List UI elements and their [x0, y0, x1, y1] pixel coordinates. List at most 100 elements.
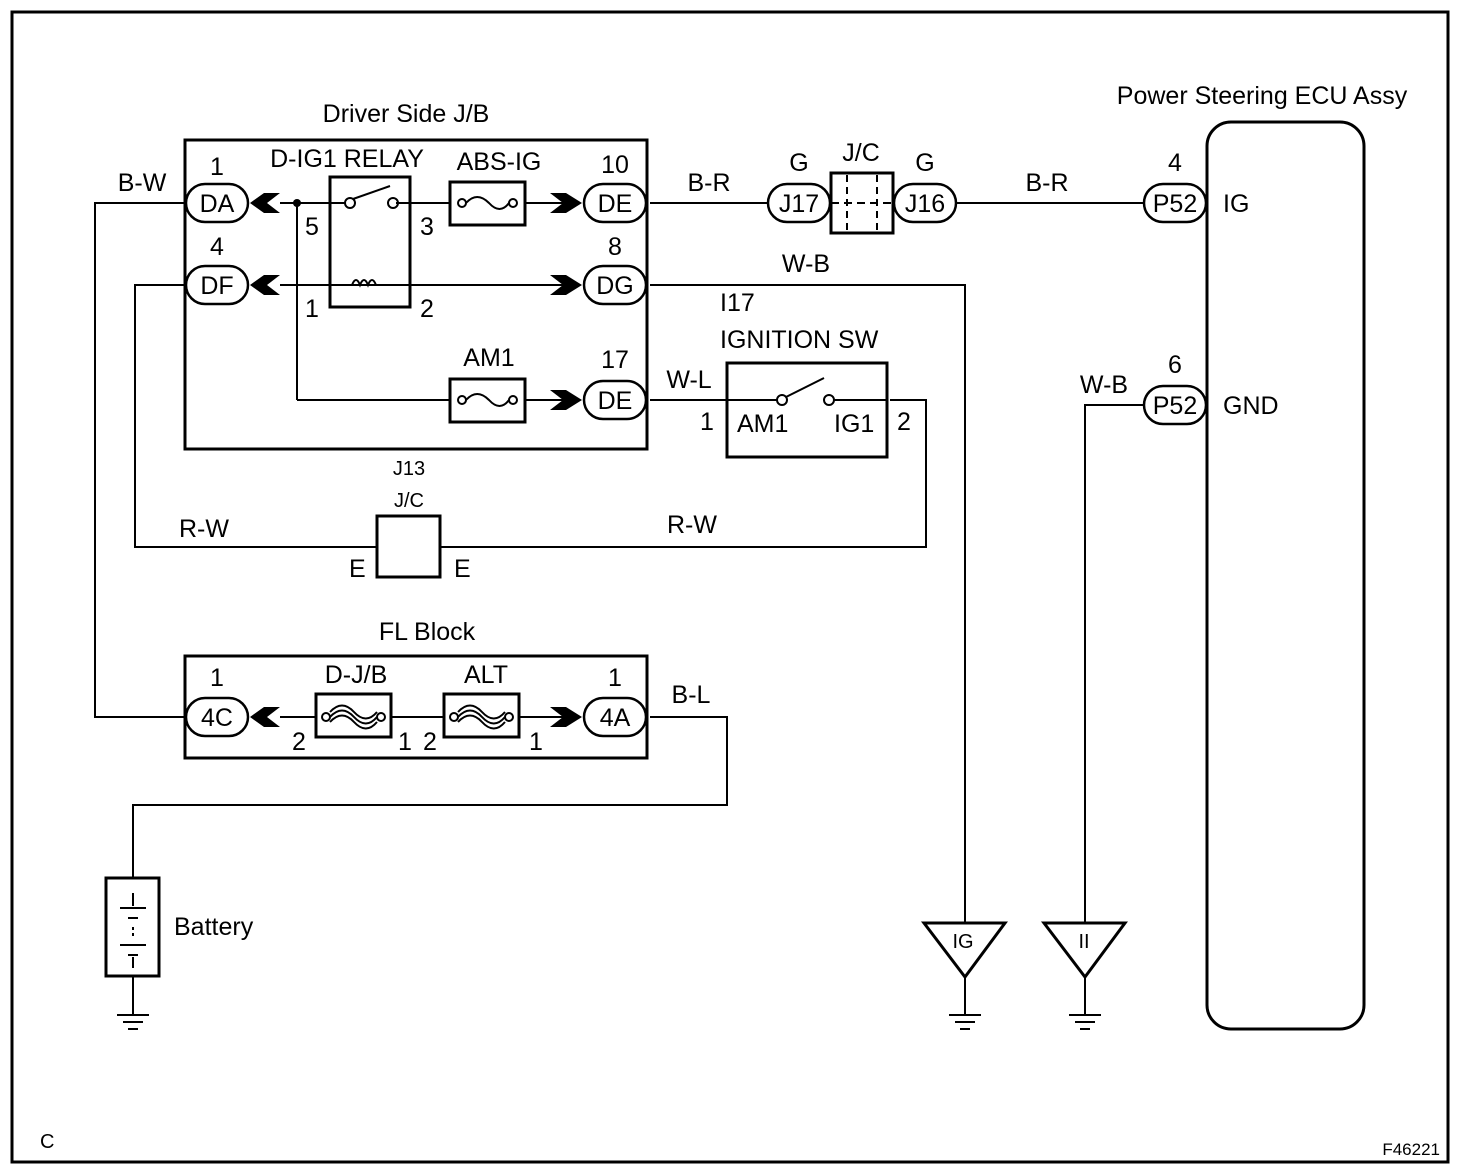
corner-code-left: C	[40, 1131, 54, 1153]
pin-dg: 8	[608, 233, 622, 261]
connector-de-10-label: DE	[598, 190, 633, 218]
connector-da-label: DA	[200, 190, 235, 218]
djb-pin-1: 1	[398, 728, 412, 756]
ground-icon	[949, 1014, 981, 1030]
ground-triangle-ii	[1040, 921, 1128, 980]
ecu-title: Power Steering ECU Assy	[1117, 82, 1408, 110]
driver-side-jb: Driver Side J/B D-IG1 RELAY 5 3 1 2 ABS-…	[183, 100, 649, 451]
figure-code: F46221	[1382, 1140, 1440, 1159]
diagram-frame	[10, 10, 1450, 1164]
connector-j16-label: J16	[905, 190, 945, 218]
wire-g-1: G	[789, 149, 808, 177]
ignition-box	[725, 361, 889, 459]
relay-pin-3: 3	[420, 213, 434, 241]
battery-label: Battery	[174, 913, 254, 941]
ground-icon	[1069, 1014, 1101, 1030]
djb-pin-2: 2	[292, 728, 306, 756]
j13-junction: J13 J/C E E	[349, 458, 471, 583]
ignition-pin-1: 1	[700, 408, 714, 436]
ignition-switch: I17 IGNITION SW AM1 IG1 1 2	[700, 289, 911, 459]
fl-block-title: FL Block	[379, 618, 476, 646]
connector-4a-label: 4A	[600, 704, 631, 732]
wires	[94, 202, 1146, 1015]
ignition-code: I17	[720, 289, 755, 317]
alt-pin-1: 1	[529, 728, 543, 756]
j13-pin-e-right: E	[454, 555, 471, 583]
fuse-icon	[457, 393, 518, 407]
am1-fuse-label: AM1	[463, 344, 514, 372]
ignition-pin-2: 2	[897, 408, 911, 436]
terminal-arrow-icons	[250, 193, 582, 410]
ground-ig-label: IG	[952, 931, 973, 953]
driver-jb-box	[183, 138, 649, 451]
pin-p52-4: 4	[1168, 149, 1182, 177]
terminal-arrow-icons	[250, 707, 582, 727]
connector-p52-ig-label: P52	[1153, 190, 1197, 218]
connector-p52-ig	[1142, 182, 1208, 224]
fuse-icon	[457, 196, 518, 210]
connector-4c	[184, 696, 250, 738]
pin-df: 4	[210, 233, 224, 261]
connector-dg	[582, 264, 648, 306]
relay-pin-5: 5	[305, 213, 319, 241]
j13-jc: J/C	[394, 490, 424, 512]
wire-label-wb-2: W-B	[1080, 371, 1128, 399]
battery: Battery	[104, 876, 254, 978]
abs-ig-fuse-box	[448, 180, 527, 227]
relay-pin-1: 1	[305, 295, 319, 323]
connector-df	[184, 264, 250, 306]
abs-ig-fuse-label: ABS-IG	[457, 148, 542, 176]
wire-label-wl: W-L	[666, 366, 711, 394]
j13-code: J13	[393, 458, 425, 480]
pin-de-17: 17	[601, 346, 629, 374]
djb-fuse-label: D-J/B	[325, 661, 388, 689]
wire-label-wb-1: W-B	[782, 250, 830, 278]
pin-4c: 1	[210, 664, 224, 692]
wire-label-bl: B-L	[672, 681, 711, 709]
wire-label-rw-1: R-W	[179, 515, 229, 543]
connector-de-17	[582, 379, 648, 421]
alt-fuse-label: ALT	[464, 661, 508, 689]
power-steering-ecu: Power Steering ECU Assy P52 4 IG P52 6 G…	[1117, 82, 1408, 1031]
j13-pin-e-left: E	[349, 555, 366, 583]
connector-de-10	[582, 182, 648, 224]
wire-label-br-1: B-R	[687, 169, 730, 197]
ground-point-ii: II	[1040, 921, 1128, 980]
ecu-gnd-terminal: GND	[1223, 392, 1279, 420]
driver-jb-title: Driver Side J/B	[323, 100, 490, 128]
connector-da	[184, 182, 250, 224]
ignition-ig1-label: IG1	[834, 410, 874, 438]
connector-j17	[766, 182, 832, 224]
relay-pin-2: 2	[420, 295, 434, 323]
ground-triangle-ig	[920, 921, 1008, 980]
junction-connector-top: J/C J17 G J16 G	[766, 139, 958, 235]
connector-dg-label: DG	[596, 272, 634, 300]
connector-p52-gnd	[1142, 384, 1208, 426]
wire-label-rw-2: R-W	[667, 511, 717, 539]
battery-icon	[120, 893, 146, 968]
wire-label-bw: B-W	[118, 169, 167, 197]
jc-top-label: J/C	[842, 139, 880, 167]
connector-df-label: DF	[200, 272, 233, 300]
ignition-am1-label: AM1	[737, 410, 788, 438]
fusible-link-icon	[321, 704, 386, 730]
wire-g-2: G	[915, 149, 934, 177]
relay-switch-icon	[344, 185, 399, 209]
connector-j16	[892, 182, 958, 224]
connector-p52-gnd-label: P52	[1153, 392, 1197, 420]
wire-label-br-2: B-R	[1025, 169, 1068, 197]
relay-coil-icon	[351, 279, 377, 288]
fusible-link-icon	[449, 704, 514, 730]
ecu-ig-terminal: IG	[1223, 190, 1249, 218]
ignition-title: IGNITION SW	[720, 326, 879, 354]
connector-4c-label: 4C	[201, 704, 233, 732]
connector-4a	[582, 696, 648, 738]
pin-p52-6: 6	[1168, 351, 1182, 379]
connector-j17-label: J17	[779, 190, 819, 218]
j13-box	[375, 514, 442, 579]
am1-fuse-box	[448, 377, 527, 424]
ground-icon	[117, 1014, 149, 1030]
relay-box	[328, 175, 412, 309]
pin-de-10: 10	[601, 151, 629, 179]
